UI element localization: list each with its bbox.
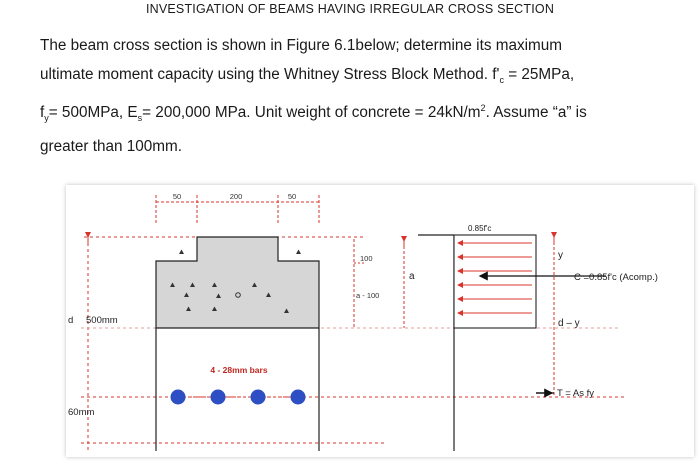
page-title: INVESTIGATION OF BEAMS HAVING IRREGULAR …	[145, 2, 555, 16]
depth-dimensions	[353, 236, 407, 328]
beam-diagram: 50 200 50 d 500mm 60mm 4 - 28mm bars	[68, 192, 658, 451]
aggregate-marks	[170, 249, 301, 313]
label-d-minus-y: d – y	[558, 318, 580, 329]
beam-outline	[155, 328, 320, 451]
problem-line-4: greater than 100mm.	[40, 137, 182, 155]
top-dimension	[155, 195, 320, 223]
problem-statement: The beam cross section is shown in Figur…	[40, 32, 670, 161]
rebar-2	[210, 389, 226, 405]
dim-60-label: 60mm	[68, 407, 94, 418]
dim-d-label: d	[68, 315, 73, 326]
problem-line-2: ultimate moment capacity using the Whitn…	[40, 65, 575, 85]
dim-a-label: a	[409, 271, 415, 282]
problem-line-3: fy= 500MPa, Es= 200,000 MPa. Unit weight…	[40, 103, 587, 124]
problem-line-1: The beam cross section is shown in Figur…	[40, 37, 563, 54]
bars-label: 4 - 28mm bars	[210, 365, 267, 375]
dim-a-minus-100-label: a - 100	[356, 291, 379, 300]
stress-label: 0.85f'c	[468, 224, 491, 233]
label-T: T = As fy	[557, 388, 594, 399]
stress-block	[418, 234, 537, 451]
dim-500-label: 500mm	[86, 315, 118, 326]
figure-6-1: 50 200 50 d 500mm 60mm 4 - 28mm bars	[66, 185, 694, 457]
rebar-1	[170, 389, 186, 405]
force-arrows	[478, 232, 606, 398]
label-y: y	[558, 250, 563, 261]
dim-50-left: 50	[173, 192, 181, 201]
label-C: C =0.85f'c (Acomp.)	[574, 272, 658, 283]
rebar-3	[250, 389, 266, 405]
rebar-4	[290, 389, 306, 405]
dim-100-label: 100	[360, 254, 373, 263]
beam-compression-zone	[155, 236, 320, 329]
rebar-group	[170, 389, 306, 405]
dim-200: 200	[230, 192, 243, 201]
dim-50-right: 50	[288, 192, 296, 201]
